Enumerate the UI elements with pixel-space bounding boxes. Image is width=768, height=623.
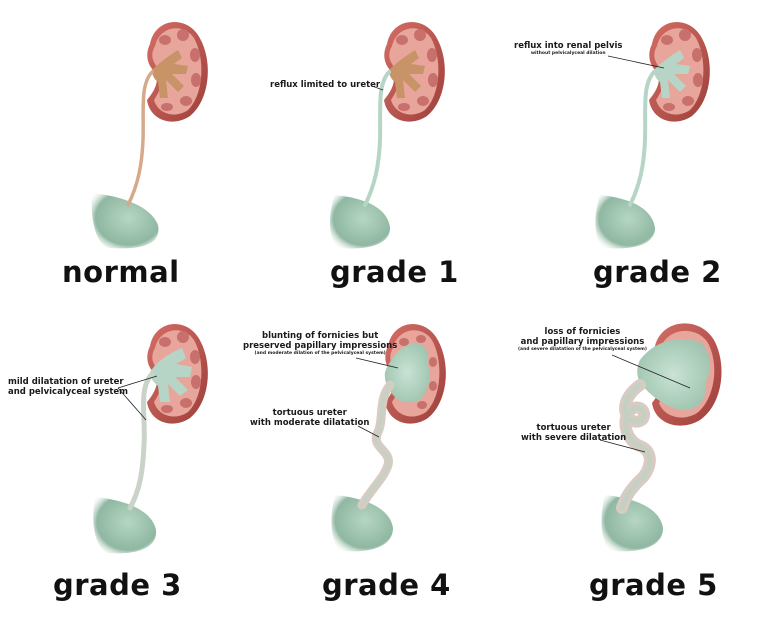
leader-line <box>357 425 380 438</box>
annotation-line: tortuous ureter <box>536 423 611 433</box>
annotation-subtext: (and severe dilatation of the pelvicalyc… <box>518 347 647 352</box>
grade-label-grade-1: grade 1 <box>330 255 459 289</box>
grade-label-grade-4: grade 4 <box>322 568 451 602</box>
annotation-line: reflux into renal pelvis <box>514 41 623 51</box>
annotation-line: reflux limited to ureter <box>270 80 381 90</box>
ureter <box>126 70 154 207</box>
panel-grade-2 <box>595 21 710 249</box>
bladder-shape <box>601 495 663 552</box>
ureter <box>363 70 391 207</box>
renal-pelvis <box>150 348 192 402</box>
annotation-grade-4-ureter: tortuous ureter with moderate dilatation <box>250 408 369 428</box>
renal-pelvis <box>637 339 710 411</box>
grade-label-grade-5: grade 5 <box>589 568 718 602</box>
panel-grade-3 <box>93 323 208 554</box>
annotation-subtext: (and moderate dilation of the pelvicalyc… <box>254 351 386 356</box>
leader-line <box>355 357 399 369</box>
ureter <box>127 371 155 511</box>
bladder-shape <box>91 193 159 249</box>
annotation-line: preserved papillary impressions <box>243 341 398 351</box>
ureter-lumen <box>619 382 653 511</box>
grade-label-grade-2: grade 2 <box>593 255 722 289</box>
grade-label-normal: normal <box>62 255 180 289</box>
annotation-grade-5-pelvis: loss of fornicies and papillary impressi… <box>518 327 647 353</box>
annotation-line: loss of fornicies <box>544 327 621 337</box>
annotation-grade-1: reflux limited to ureter <box>270 80 380 90</box>
leader-line <box>599 439 646 453</box>
grade-label-grade-3: grade 3 <box>53 568 182 602</box>
panel-grade-1 <box>329 21 445 249</box>
annotation-grade-4-pelvis: blunting of fornicies but preserved papi… <box>243 331 397 357</box>
annotation-line: mild dilatation of ureter <box>8 377 124 387</box>
annotation-grade-3: mild dilatation of ureter and pelvicalyc… <box>8 377 128 397</box>
renal-pelvis <box>384 342 430 403</box>
ureter <box>628 70 656 207</box>
annotation-grade-2: reflux into renal pelvis without pelvica… <box>514 41 622 57</box>
leader-line <box>117 375 158 389</box>
annotation-line: with severe dilatation <box>521 433 627 443</box>
panel-grade-4 <box>331 323 446 552</box>
leader-line <box>371 85 384 91</box>
leader-line <box>117 387 147 421</box>
ureter-lumen <box>360 383 392 507</box>
panel-normal <box>91 21 208 249</box>
bladder-shape <box>331 495 393 552</box>
renal-pelvis <box>152 50 188 98</box>
leader-line <box>607 55 665 69</box>
renal-pelvis <box>389 50 425 98</box>
annotation-subtext: without pelvicalyceal dilation <box>530 51 606 56</box>
annotation-line: tortuous ureter <box>272 408 347 418</box>
renal-pelvis <box>654 50 690 98</box>
annotation-grade-5-ureter: tortuous ureter with severe dilatation <box>521 423 626 443</box>
annotation-line: and papillary impressions <box>520 337 645 347</box>
annotation-line: and pelvicalyceal system <box>8 387 129 397</box>
annotation-line: with moderate dilatation <box>250 418 370 428</box>
panel-grade-5 <box>599 323 722 552</box>
bladder-shape <box>329 195 390 249</box>
annotation-line: blunting of fornicies but <box>261 331 379 341</box>
leader-line <box>611 354 691 389</box>
bladder-shape <box>595 195 655 249</box>
bladder-shape <box>93 497 157 554</box>
